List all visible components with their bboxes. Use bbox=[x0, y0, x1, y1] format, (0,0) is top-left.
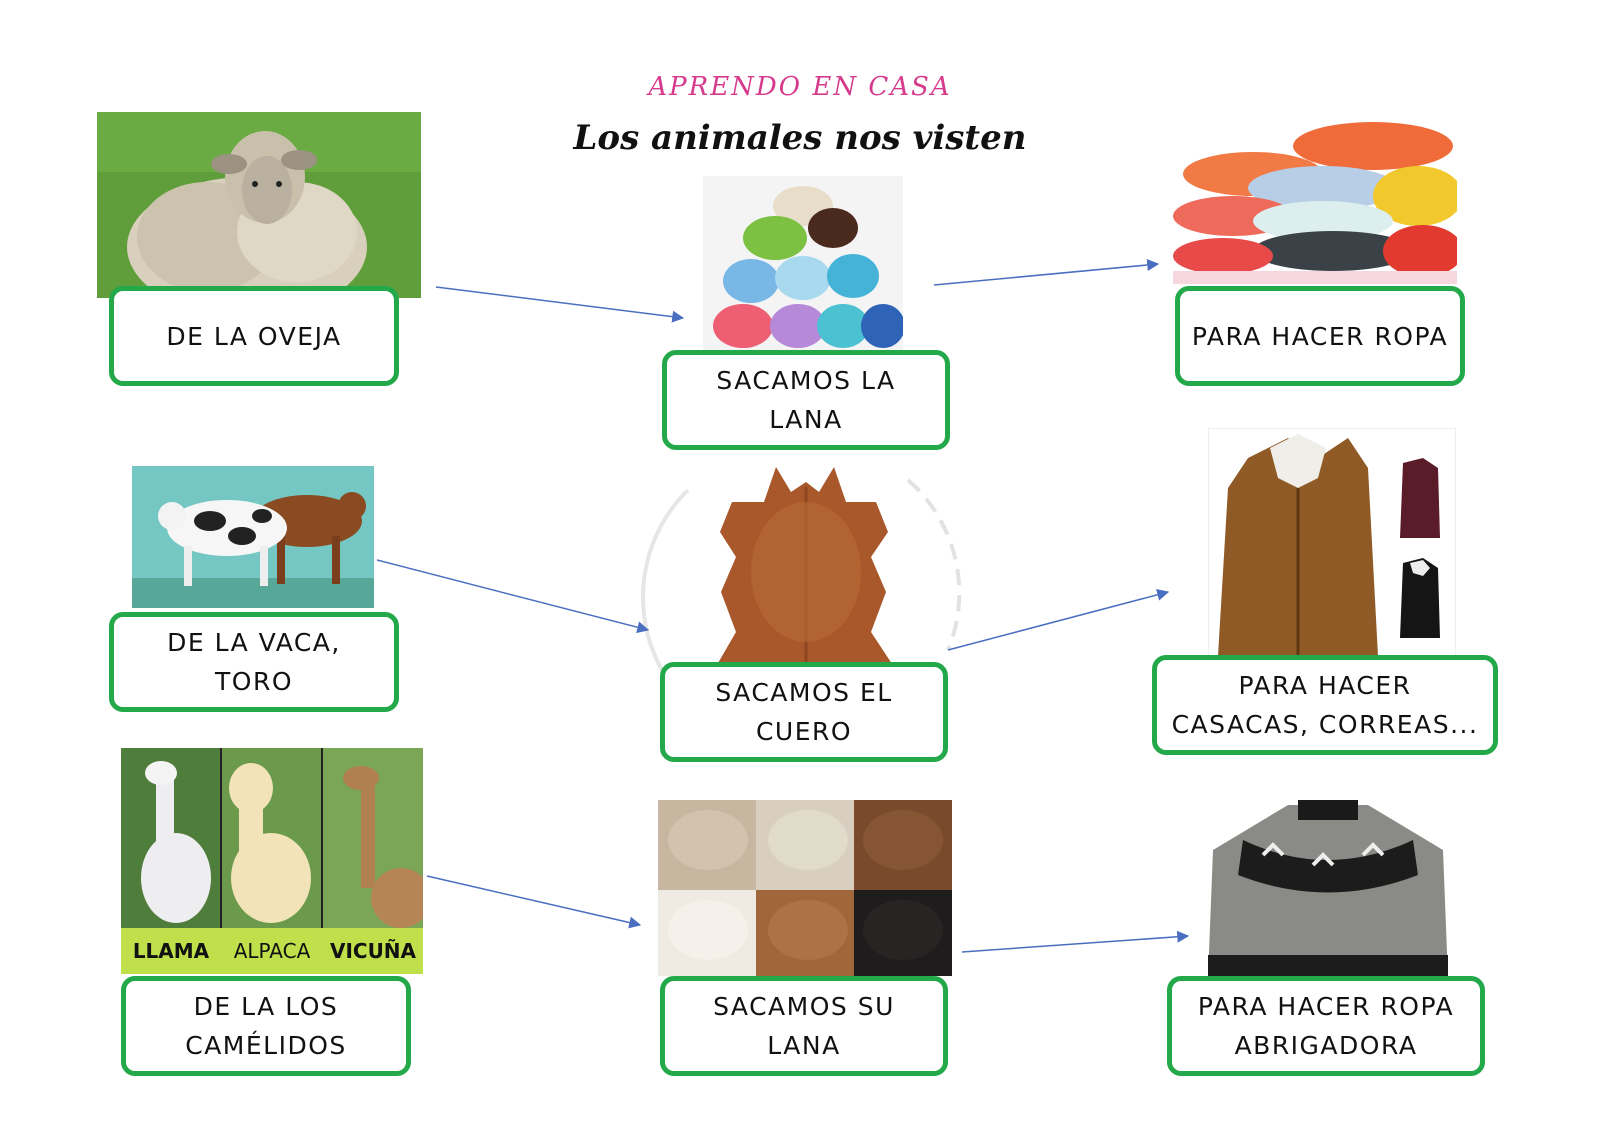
material-label: SACAMOS EL CUERO bbox=[715, 678, 893, 746]
camelids-image: LLAMA ALPACA VICUÑA bbox=[121, 748, 423, 974]
camelid-label-alpaca: ALPACA bbox=[233, 939, 311, 963]
page-subtitle: Los animales nos visten bbox=[573, 118, 1027, 158]
use-label: PARA HACER CASACAS, CORREAS... bbox=[1171, 671, 1479, 739]
sheep-image bbox=[97, 112, 421, 298]
leather-hide-image bbox=[714, 467, 896, 670]
source-box-cow: DE LA VACA, TORO bbox=[109, 612, 399, 712]
use-box-warm-clothes: PARA HACER ROPA ABRIGADORA bbox=[1167, 976, 1485, 1076]
arrow-sheep-to-wool bbox=[435, 286, 685, 323]
use-label: PARA HACER ROPA ABRIGADORA bbox=[1197, 992, 1455, 1060]
yarn-image bbox=[703, 176, 903, 356]
material-label: SACAMOS LA LANA bbox=[716, 366, 896, 434]
arrow-cow-to-leather bbox=[376, 559, 650, 634]
material-box-wool: SACAMOS LA LANA bbox=[662, 350, 950, 450]
source-label: DE LA LOS CAMÉLIDOS bbox=[185, 992, 347, 1060]
warm-sweater-image bbox=[1203, 800, 1451, 978]
arrow-wool-to-warm-clothes bbox=[961, 930, 1190, 953]
camelid-label-llama: LLAMA bbox=[132, 939, 210, 963]
material-box-leather: SACAMOS EL CUERO bbox=[660, 662, 948, 762]
raw-wool-image bbox=[658, 800, 952, 976]
arrow-wool-to-clothes bbox=[933, 259, 1160, 286]
watermark-circle bbox=[641, 478, 962, 682]
material-label: SACAMOS SU LANA bbox=[713, 992, 895, 1060]
use-label: PARA HACER ROPA bbox=[1191, 321, 1449, 351]
use-box-jackets: PARA HACER CASACAS, CORREAS... bbox=[1152, 655, 1498, 755]
arrow-camelids-to-wool bbox=[426, 875, 642, 929]
source-label: DE LA VACA, TORO bbox=[167, 628, 341, 696]
leather-jacket-image bbox=[1208, 428, 1456, 656]
page-title: APRENDO EN CASA bbox=[648, 72, 952, 102]
arrow-leather-to-jackets bbox=[947, 588, 1170, 651]
camelid-label-vicuna: VICUÑA bbox=[329, 939, 417, 963]
source-box-sheep: DE LA OVEJA bbox=[109, 286, 399, 386]
cow-bull-image bbox=[132, 466, 374, 608]
use-box-clothes: PARA HACER ROPA bbox=[1175, 286, 1465, 386]
source-label: DE LA OVEJA bbox=[166, 321, 342, 351]
clothes-pile-image bbox=[1173, 116, 1457, 284]
camelids-illustration bbox=[121, 748, 423, 974]
material-box-camelid-wool: SACAMOS SU LANA bbox=[660, 976, 948, 1076]
source-box-camelids: DE LA LOS CAMÉLIDOS bbox=[121, 976, 411, 1076]
